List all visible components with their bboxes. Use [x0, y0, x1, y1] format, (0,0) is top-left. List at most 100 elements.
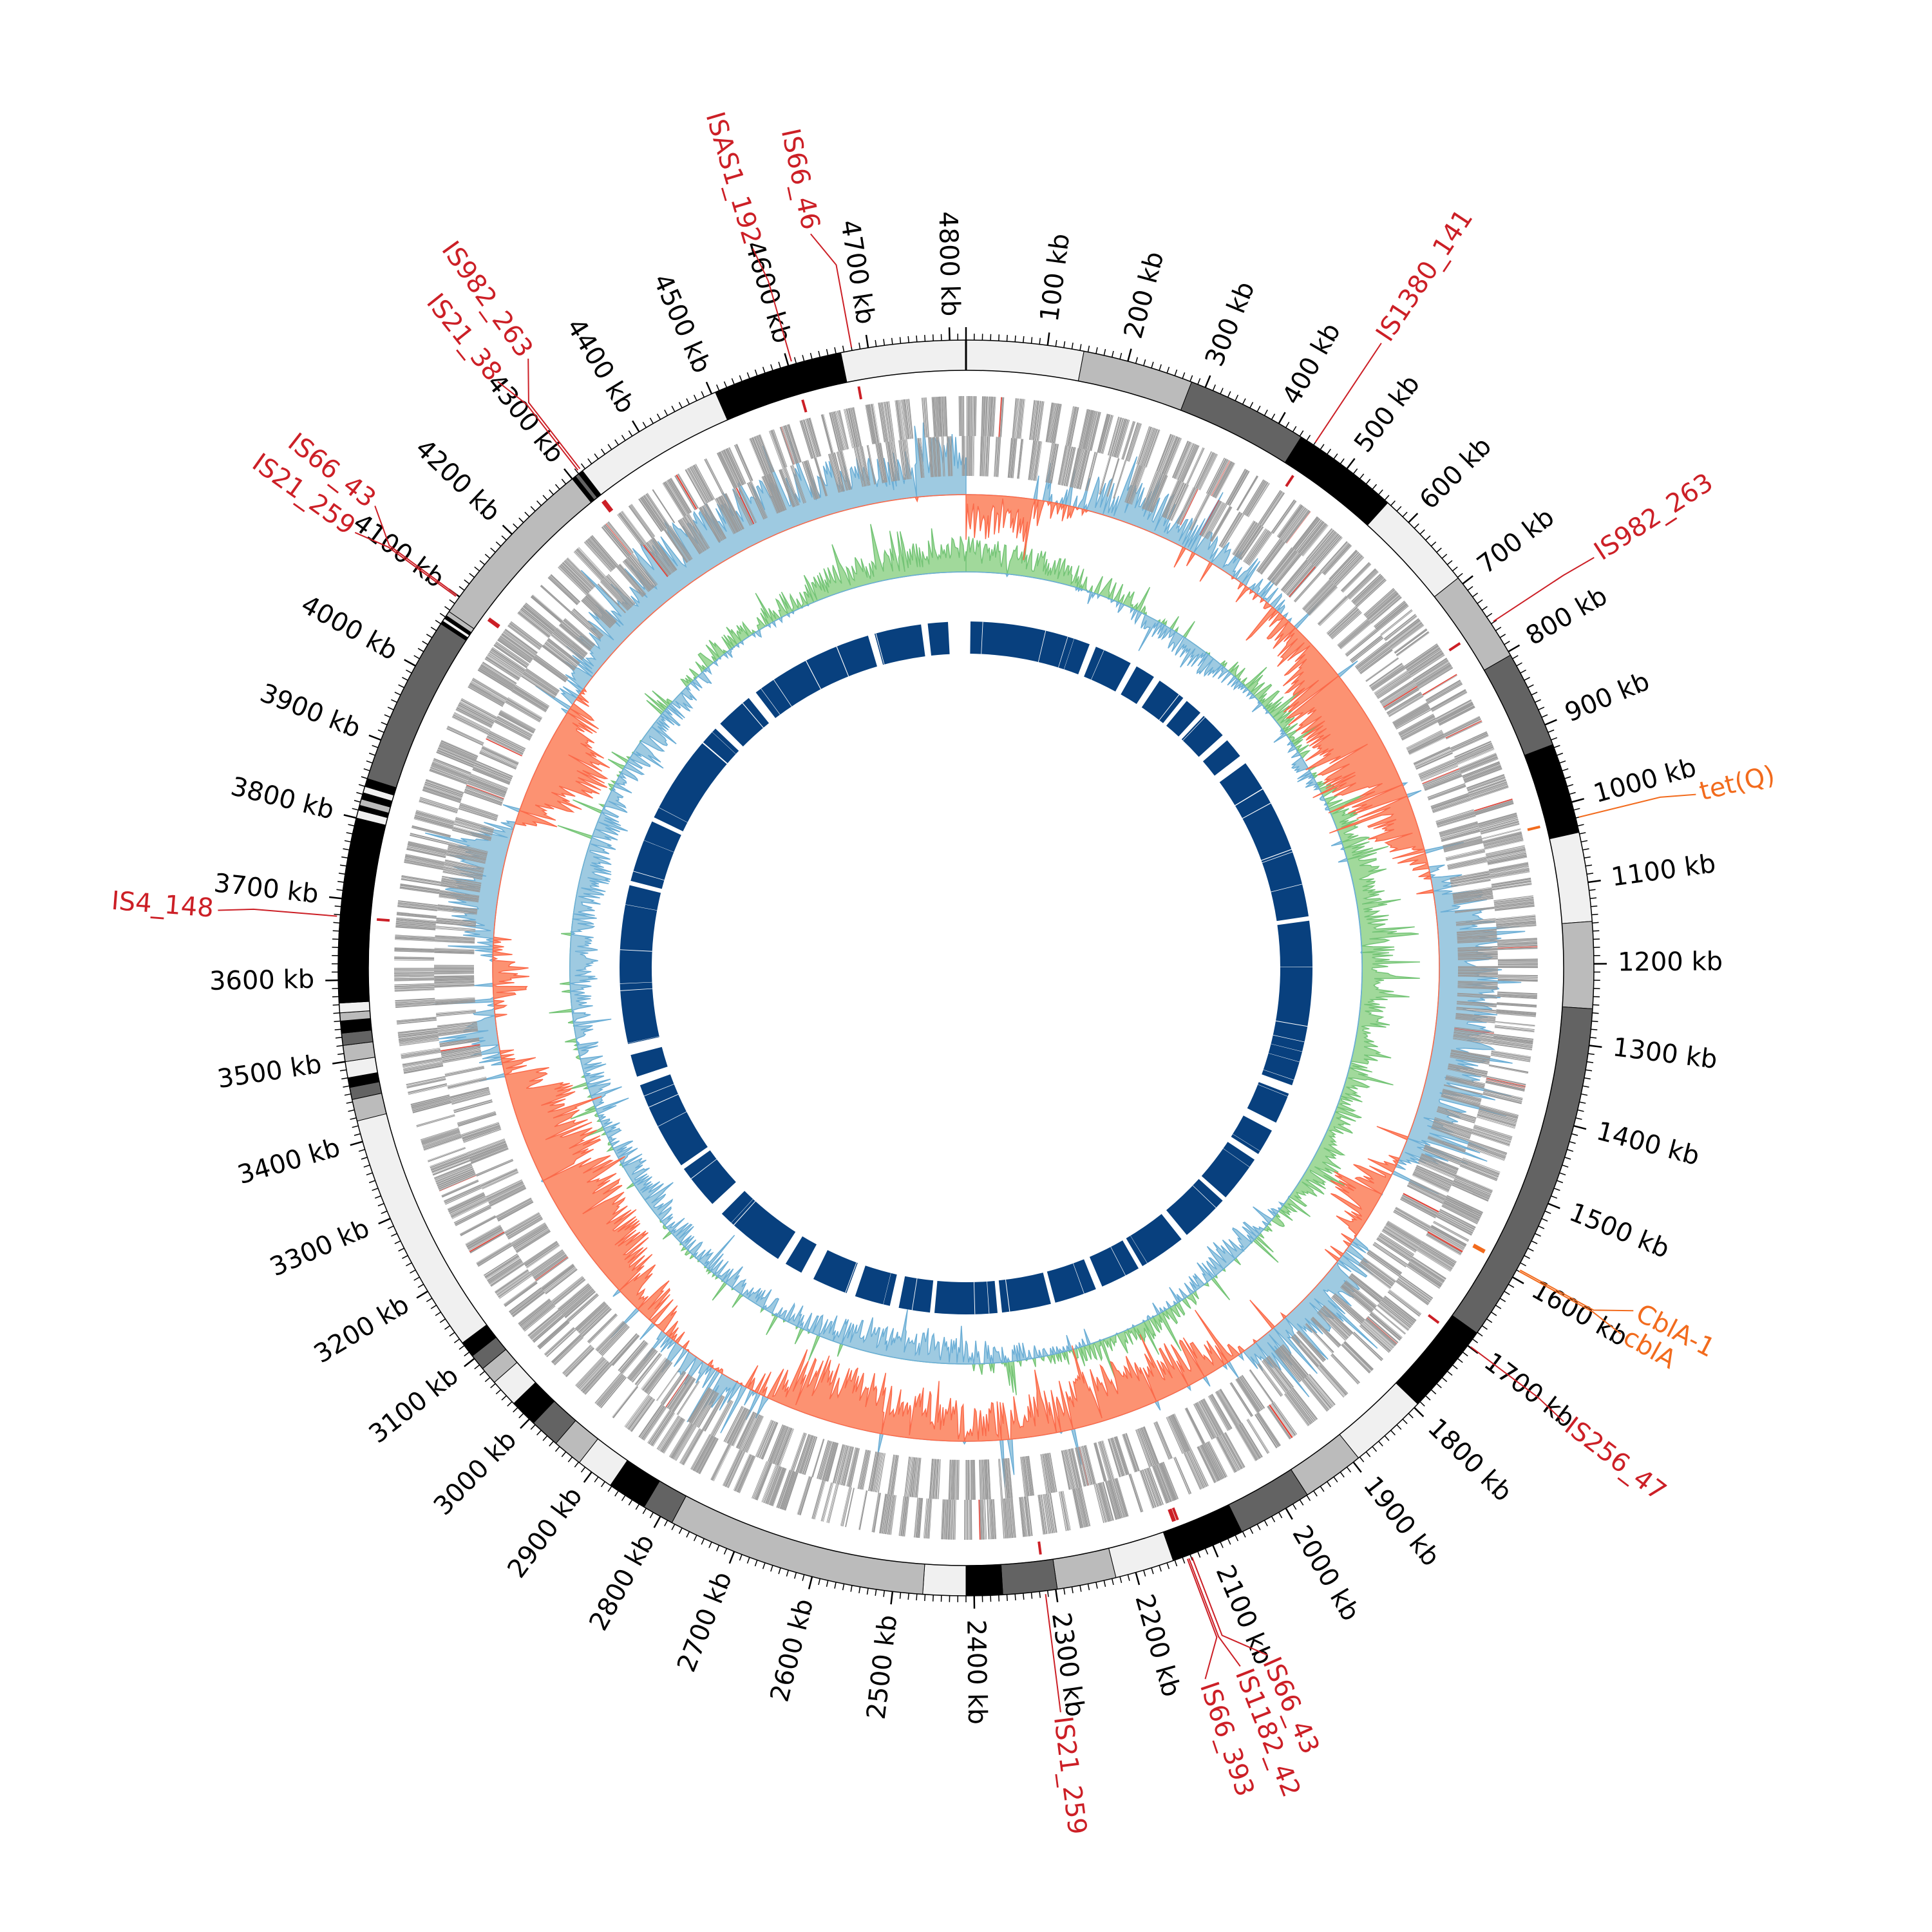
gene-forward: [836, 411, 846, 450]
gene-forward: [1496, 923, 1537, 927]
gene-reverse: [587, 1313, 616, 1342]
gene-forward: [394, 978, 435, 980]
minor-tick: [1524, 677, 1530, 681]
gene-reverse: [1327, 607, 1358, 635]
gene-reverse: [1350, 636, 1383, 663]
gene-reverse: [951, 1459, 952, 1500]
minor-tick: [1143, 1569, 1146, 1577]
gene-forward: [755, 1463, 772, 1501]
gene-forward: [1171, 440, 1189, 478]
gene-forward: [402, 1061, 442, 1069]
gene-forward: [1097, 1482, 1109, 1522]
gene-reverse: [929, 437, 933, 477]
gene-forward: [1444, 1201, 1481, 1219]
gene-forward: [453, 714, 489, 734]
gene-reverse: [452, 829, 491, 841]
gene-reverse: [1195, 1403, 1215, 1439]
minor-tick: [1446, 560, 1453, 565]
ideogram-band: [1000, 1558, 1058, 1595]
gene-reverse: [1048, 1453, 1056, 1493]
gene-forward: [1355, 578, 1385, 606]
gene-reverse: [1457, 985, 1498, 988]
gene-reverse: [1208, 1396, 1229, 1431]
gene-reverse: [1046, 1453, 1055, 1493]
gene-forward: [415, 814, 454, 826]
gene-reverse: [846, 1447, 857, 1487]
minor-tick: [1103, 1580, 1106, 1587]
gene-forward: [1461, 757, 1499, 773]
gene-forward: [1422, 674, 1457, 696]
gene-reverse: [489, 1186, 526, 1205]
gene-forward: [394, 983, 435, 986]
gene-forward: [1209, 459, 1229, 495]
gene-reverse: [1166, 482, 1185, 520]
gene-reverse: [1291, 1336, 1319, 1367]
gene-reverse: [436, 1012, 477, 1016]
gene-reverse: [522, 674, 556, 697]
gene-forward: [1202, 1443, 1222, 1480]
gene-forward: [1417, 1249, 1452, 1271]
gene-forward: [987, 396, 989, 437]
gene-forward: [496, 1271, 530, 1295]
gene-forward: [406, 1075, 446, 1086]
gene-forward: [469, 685, 504, 705]
gene-forward: [628, 506, 653, 539]
gene-forward: [563, 562, 592, 591]
gene-reverse: [1094, 1443, 1105, 1482]
core-block-gap: [620, 988, 653, 991]
gene-forward: [469, 683, 505, 704]
gene-reverse: [1256, 538, 1281, 571]
gene-reverse: [438, 1030, 478, 1037]
gene-reverse: [778, 1428, 793, 1466]
gene-reverse: [1445, 1078, 1484, 1088]
gene-forward: [1474, 800, 1513, 813]
gene-forward: [639, 1405, 664, 1439]
gene-reverse: [676, 1381, 699, 1415]
gene-forward: [1365, 1318, 1396, 1346]
gene-forward: [401, 1047, 440, 1054]
gene-forward: [519, 610, 551, 636]
minor-tick: [464, 1351, 470, 1357]
gene-reverse: [578, 1304, 609, 1333]
gene-reverse: [1428, 1136, 1466, 1151]
gene-forward: [1390, 623, 1423, 648]
gene-forward: [453, 714, 489, 732]
gene-forward: [1180, 444, 1198, 482]
gene-reverse: [1409, 1180, 1446, 1198]
gene-reverse: [504, 1213, 540, 1234]
gene-forward: [1491, 1054, 1531, 1061]
gene-reverse: [1351, 1273, 1383, 1299]
gene-forward: [696, 1437, 716, 1473]
core-block: [755, 636, 877, 718]
gene-forward: [1455, 1174, 1493, 1191]
gene-forward: [578, 547, 606, 577]
gene-forward: [739, 1456, 756, 1493]
gene-reverse: [1349, 1275, 1382, 1302]
gene-forward: [488, 1260, 522, 1283]
gene-forward: [440, 743, 477, 759]
gene-forward: [1059, 1492, 1067, 1531]
gene-forward: [1166, 438, 1182, 476]
gene-forward: [521, 1302, 553, 1329]
gene-forward: [1211, 460, 1230, 497]
gene-reverse: [1366, 658, 1399, 682]
gene-reverse: [768, 1425, 785, 1463]
gene-forward: [797, 1476, 810, 1515]
gene-reverse: [435, 922, 476, 927]
gene-reverse: [440, 1046, 481, 1055]
minor-tick: [1327, 1481, 1332, 1488]
gene-forward: [540, 585, 571, 612]
gene-reverse: [1432, 1124, 1471, 1138]
gene-forward: [670, 1423, 692, 1458]
gene-forward: [451, 717, 488, 735]
gene-forward: [1164, 437, 1180, 475]
gene-forward: [1240, 1423, 1262, 1459]
gene-forward: [454, 1206, 491, 1225]
gene-reverse: [490, 1188, 527, 1207]
gene-forward: [448, 1192, 484, 1211]
gene-forward: [672, 1424, 694, 1459]
gene-reverse: [439, 889, 480, 896]
gene-forward: [439, 744, 477, 762]
gene-reverse: [965, 436, 966, 476]
minor-tick: [1063, 341, 1066, 348]
